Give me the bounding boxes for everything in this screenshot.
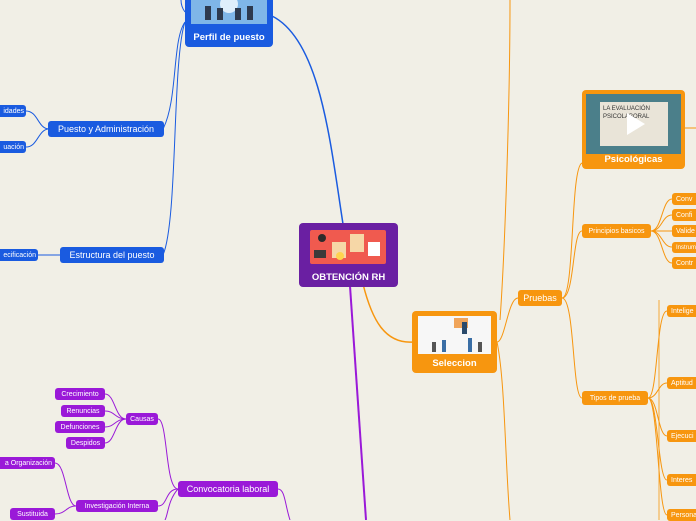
principio-item[interactable]: Valide (672, 225, 696, 237)
convocatoria-laboral-node[interactable]: Convocatoria laboral (178, 481, 278, 497)
estructura-child-node[interactable]: ecificación (0, 249, 38, 261)
puesto-child-node[interactable]: uación (0, 141, 26, 153)
tipo-item[interactable]: Ejecuci (667, 430, 696, 442)
investigacion-interna-node[interactable]: Investigación Interna (76, 500, 158, 512)
perfil-de-puesto-topic[interactable]: Perfil de puesto (185, 0, 273, 47)
causa-item[interactable]: Defunciones (55, 421, 105, 433)
central-topic[interactable]: OBTENCIÓN RH (299, 223, 398, 287)
psicologicas-label: Psicológicas (582, 154, 685, 165)
causa-item[interactable]: Renuncias (61, 405, 105, 417)
link-central-convocatoria (350, 286, 366, 520)
seleccion-topic[interactable]: Seleccion (412, 311, 497, 373)
investigacion-item[interactable]: Sustituida (10, 508, 55, 520)
pruebas-node[interactable]: Pruebas (518, 290, 562, 306)
principio-item[interactable]: Conv (672, 193, 696, 205)
video-thumbnail[interactable]: LA EVALUACIÓN PSICOLABORAL (586, 94, 681, 154)
link-central-perfil (272, 16, 343, 224)
central-topic-label: OBTENCIÓN RH (299, 272, 398, 283)
team-illustration-icon (191, 0, 267, 24)
tipo-item[interactable]: Aptitud (667, 377, 696, 389)
principio-item[interactable]: Instrum (672, 242, 696, 253)
estructura-puesto-node[interactable]: Estructura del puesto (60, 247, 164, 263)
tipos-de-prueba-node[interactable]: Tipos de prueba (582, 391, 648, 405)
play-icon[interactable] (619, 109, 649, 139)
principio-item[interactable]: Contr (672, 257, 696, 269)
seleccion-label: Seleccion (412, 358, 497, 369)
perfil-de-puesto-label: Perfil de puesto (185, 32, 273, 43)
puesto-child-node[interactable]: idades (0, 105, 26, 117)
link-central-seleccion (363, 284, 413, 342)
tipo-item[interactable]: Intelige (667, 305, 696, 317)
principio-item[interactable]: Confi (672, 209, 696, 221)
tipo-item[interactable]: Interes (667, 474, 696, 486)
psicologicas-topic[interactable]: LA EVALUACIÓN PSICOLABORAL Psicológicas (582, 90, 685, 169)
causa-item[interactable]: Despidos (66, 437, 105, 449)
causas-node[interactable]: Causas (126, 413, 158, 425)
tipo-item[interactable]: Persona (667, 509, 696, 521)
principios-basicos-node[interactable]: Principios basicos (582, 224, 651, 238)
causa-item[interactable]: Crecimiento (55, 388, 105, 400)
selection-illustration-icon (418, 316, 491, 354)
investigacion-item[interactable]: a Organización (0, 457, 55, 469)
recruitment-illustration-icon (310, 230, 386, 264)
puesto-administracion-node[interactable]: Puesto y Administración (48, 121, 164, 137)
